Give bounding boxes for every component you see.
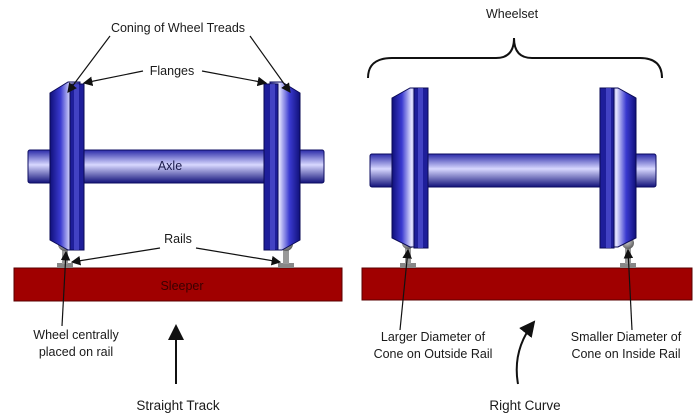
sleeper-right xyxy=(361,267,693,301)
wheelset-brace xyxy=(367,37,663,79)
axle-label: Axle xyxy=(158,159,182,173)
wheel-central-label-1: Wheel centrally xyxy=(33,328,119,342)
rail-right-base-2 xyxy=(620,263,636,268)
rail-left-web-2 xyxy=(283,248,289,264)
rails-label: Rails xyxy=(164,232,192,246)
rails-pointer-left xyxy=(70,247,161,266)
flanges-label: Flanges xyxy=(150,64,194,78)
smaller-diameter-label-2: Cone on Inside Rail xyxy=(571,347,680,361)
wheel-left-1 xyxy=(49,81,85,251)
rail-right-base-1 xyxy=(400,263,416,268)
right-curve-diagram: Wheelset Larger Diameter of Cone on Outs… xyxy=(361,7,693,413)
coning-pointer-left xyxy=(67,35,111,93)
straight-track-diagram: Coning of Wheel Treads Flanges Axle Rail… xyxy=(13,21,343,413)
coning-pointer-right xyxy=(249,35,291,93)
axle-right xyxy=(369,153,657,188)
wheel-central-pointer xyxy=(60,250,71,327)
rail-left-base-2 xyxy=(278,263,294,268)
sleeper-label: Sleeper xyxy=(160,279,203,293)
sleeper-left xyxy=(13,267,343,302)
right-curve-arrow xyxy=(515,320,536,385)
wheelset-label: Wheelset xyxy=(486,7,539,21)
wheel-central-label-2: placed on rail xyxy=(39,345,113,359)
axle-left xyxy=(27,149,325,184)
rails-pointer-right xyxy=(195,247,282,266)
wheel-right-1 xyxy=(391,87,429,249)
smaller-diameter-pointer xyxy=(623,248,634,331)
larger-diameter-pointer xyxy=(399,248,412,331)
flanges-pointer-left xyxy=(82,70,144,87)
coning-label: Coning of Wheel Treads xyxy=(111,21,245,35)
larger-diameter-label-1: Larger Diameter of xyxy=(381,330,486,344)
larger-diameter-label-2: Cone on Outside Rail xyxy=(374,347,493,361)
right-curve-label: Right Curve xyxy=(489,398,560,413)
flanges-pointer-right xyxy=(201,70,268,87)
smaller-diameter-label-1: Smaller Diameter of xyxy=(571,330,682,344)
straight-track-label: Straight Track xyxy=(136,398,220,413)
wheel-right-2 xyxy=(599,87,637,249)
wheel-left-2 xyxy=(263,81,301,251)
